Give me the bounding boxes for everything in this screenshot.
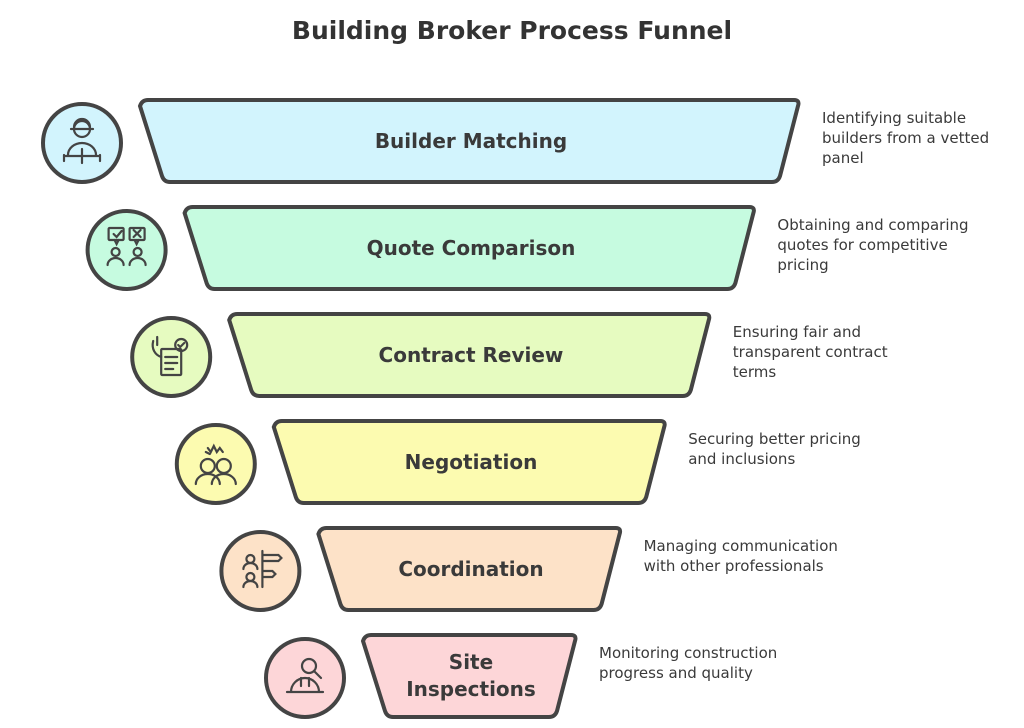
stage-1 bbox=[41, 98, 801, 184]
stage-label: Contract Review bbox=[378, 342, 564, 367]
stage-label: Coordination bbox=[398, 556, 544, 581]
stage-6 bbox=[264, 633, 578, 719]
icon-circle bbox=[174, 423, 257, 505]
stage-description: Identifying suitable builders from a vet… bbox=[822, 109, 990, 167]
funnel-segment bbox=[182, 205, 756, 291]
stage-label: Quote Comparison bbox=[366, 235, 576, 260]
stage-label: Negotiation bbox=[404, 449, 538, 474]
coordination-icon bbox=[242, 549, 283, 589]
builder-icon bbox=[62, 117, 102, 165]
inspection-icon bbox=[285, 657, 325, 694]
icon-circle bbox=[85, 209, 168, 291]
stage-5 bbox=[219, 526, 623, 612]
funnel-segment bbox=[271, 419, 667, 505]
funnel-segment bbox=[137, 98, 801, 184]
stage-description: Managing communication with other profes… bbox=[643, 537, 838, 575]
funnel-segment bbox=[227, 312, 712, 398]
stage-description: Obtaining and comparing quotes for compe… bbox=[777, 216, 969, 274]
icon-circle bbox=[219, 530, 302, 612]
stage-2 bbox=[85, 205, 756, 291]
funnel-segment bbox=[360, 633, 578, 719]
negotiation-icon bbox=[194, 443, 237, 486]
stage-label: Builder Matching bbox=[374, 128, 568, 153]
stage-description: Ensuring fair and transparent contract t… bbox=[732, 323, 888, 381]
stage-description: Monitoring construction progress and qua… bbox=[599, 644, 778, 682]
contract-icon bbox=[151, 335, 189, 377]
stage-3 bbox=[130, 312, 712, 398]
stage-label: Site Inspections bbox=[406, 650, 536, 701]
stage-description: Securing better pricing and inclusions bbox=[688, 430, 861, 468]
diagram-title: Building Broker Process Funnel bbox=[291, 16, 733, 45]
funnel-segment bbox=[316, 526, 623, 612]
stage-4 bbox=[174, 419, 667, 505]
compare-icon bbox=[106, 226, 147, 267]
